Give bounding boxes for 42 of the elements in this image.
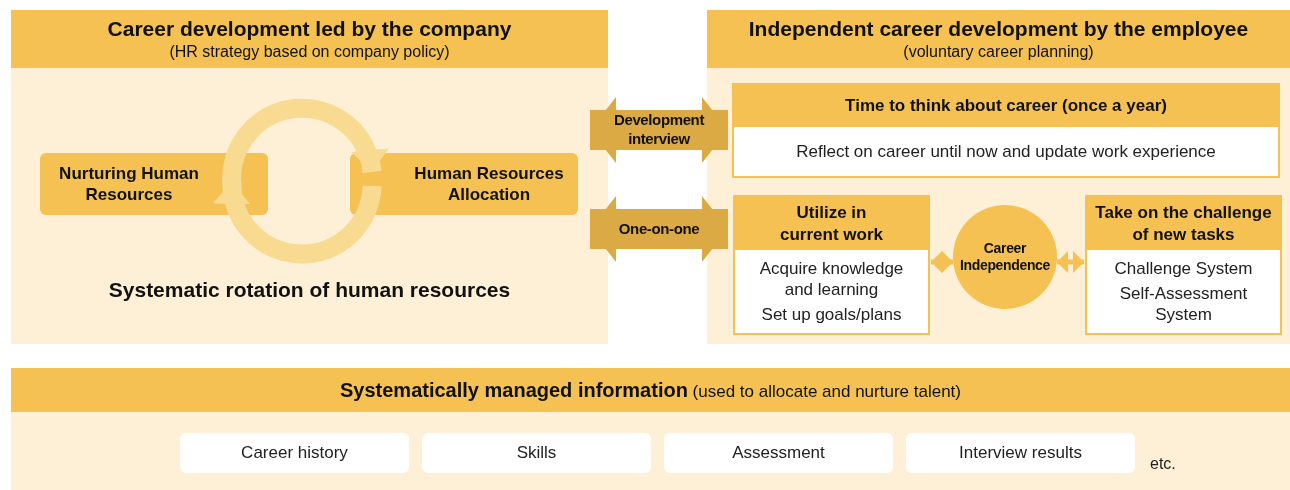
panel-subheading: (HR strategy based on company policy) (169, 42, 450, 63)
info-card (1085, 195, 1282, 335)
info-tag (906, 433, 1135, 473)
tag-label: Interview results (959, 442, 1082, 465)
tag-label: Assessment (732, 442, 825, 465)
info-tag (664, 433, 893, 473)
box-label: Nurturing Human Resources (58, 162, 200, 206)
double-arrow (590, 97, 728, 163)
card-text: Self-Assessment System (1118, 282, 1249, 326)
arrow (213, 181, 382, 264)
panel-heading: Independent career development by the employee (748, 15, 1249, 42)
edge-label: Development interview (612, 111, 706, 149)
info-card (732, 83, 1280, 178)
panel (11, 10, 608, 344)
info-tag (180, 433, 409, 473)
panel (707, 10, 1290, 344)
card-heading: Utilize in current work (779, 202, 884, 245)
tag-label: Career history (241, 442, 348, 465)
card-text: Reflect on career until now and update work experience (796, 140, 1216, 163)
panel-heading: Career development led by the company (107, 15, 512, 42)
card-text: Set up goals/plans (761, 304, 902, 326)
box-label: Human Resources Allocation (413, 162, 565, 206)
card-text: Challenge System (1114, 257, 1253, 279)
panel (11, 368, 1290, 490)
card-heading: Take on the challenge of new tasks (1094, 202, 1273, 245)
arrow (931, 251, 953, 273)
arrow (222, 98, 388, 186)
circle-label: Career Independence (959, 239, 1051, 275)
note-text: etc. (1150, 454, 1176, 474)
card-heading: Time to think about career (once a year) (845, 95, 1167, 117)
panel-heading: Systematically managed information (used to allocate and nurture talent) (340, 378, 961, 403)
card-text: Acquire knowledge and learning (758, 257, 905, 301)
process-box (40, 153, 268, 215)
panel-caption: Systematic rotation of human resources (107, 277, 512, 303)
double-arrow (590, 196, 728, 262)
panel-subheading: (voluntary career planning) (903, 42, 1094, 63)
arrow (1057, 251, 1084, 273)
info-card (733, 195, 930, 335)
edge-label: One-on-one (617, 219, 701, 239)
process-box (350, 153, 578, 215)
tag-label: Skills (516, 442, 557, 465)
info-tag (422, 433, 651, 473)
